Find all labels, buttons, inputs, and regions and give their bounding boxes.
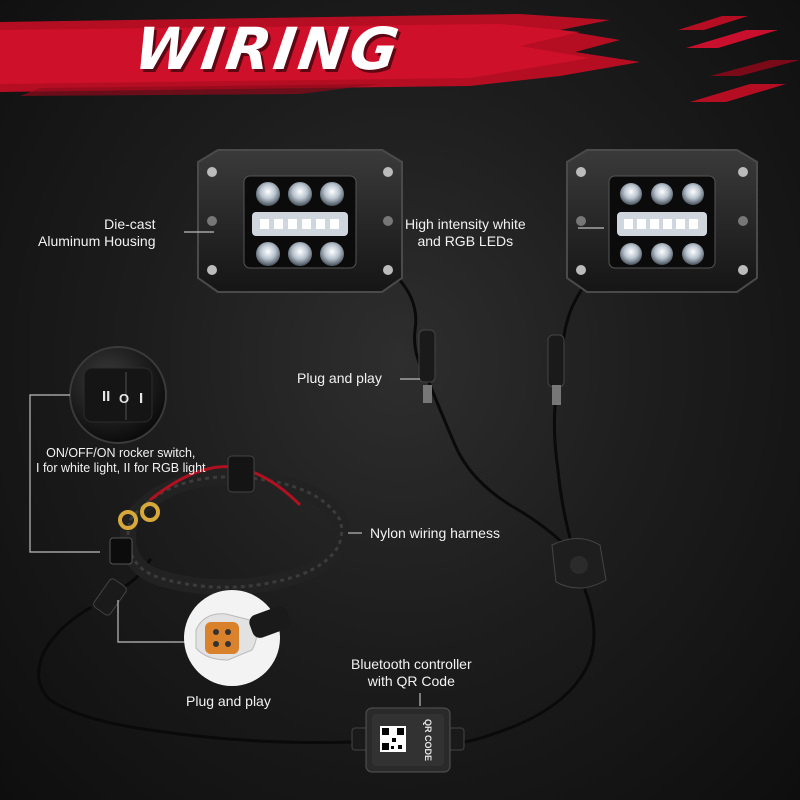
rocker-switch-closeup — [69, 346, 167, 444]
switch-callout-line-2: I for white light, II for RGB light — [36, 461, 206, 475]
left-flush-light — [197, 149, 403, 293]
corner-decoration — [678, 16, 800, 102]
page-title: WIRING — [130, 15, 406, 83]
harness-callout: Nylon wiring harness — [370, 525, 500, 541]
switch-mark-right: I — [139, 390, 143, 407]
plug-top-callout: Plug and play — [297, 370, 382, 386]
plug-bottom-callout: Plug and play — [186, 693, 271, 709]
wiring-harness — [93, 455, 350, 616]
switch-callout-line — [29, 394, 100, 553]
right-flush-light — [566, 149, 758, 293]
leds-callout: High intensity white and RGB LEDs — [405, 216, 526, 250]
leds-callout-line-2: and RGB LEDs — [417, 233, 514, 249]
switch-mark-left: II — [102, 388, 110, 405]
housing-callout-line-1: Die-cast — [104, 216, 156, 232]
switch-callout: ON/OFF/ON rocker switch, I for white lig… — [36, 446, 206, 476]
controller-callout: Bluetooth controller with QR Code — [351, 656, 472, 690]
controller-callout-line-1: Bluetooth controller — [351, 656, 472, 672]
callout-lines — [184, 227, 604, 706]
controller-callout-line-2: with QR Code — [367, 673, 455, 689]
switch-mark-middle: O — [119, 391, 129, 406]
housing-callout-line-2: Aluminum Housing — [38, 233, 156, 249]
bluetooth-controller — [351, 707, 465, 773]
housing-callout: Die-cast Aluminum Housing — [38, 216, 156, 250]
title-banner — [0, 14, 640, 96]
leds-callout-line-1: High intensity white — [405, 216, 526, 232]
inline-plugs — [418, 329, 565, 405]
qr-code-icon — [380, 726, 406, 752]
controller-badge: QR CODE — [423, 719, 433, 761]
y-splitter — [551, 538, 607, 589]
switch-callout-line-1: ON/OFF/ON rocker switch, — [46, 446, 196, 460]
connector-closeup — [117, 590, 291, 686]
wires — [37, 273, 596, 744]
